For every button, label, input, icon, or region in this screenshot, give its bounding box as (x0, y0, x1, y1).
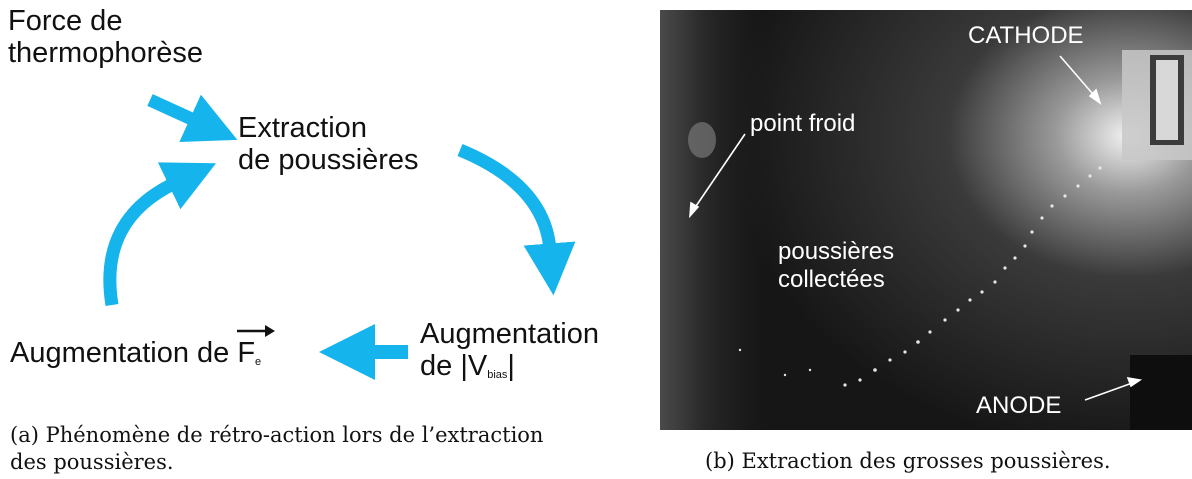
cathode-label: CATHODE (968, 22, 1084, 49)
arrow-cathode (1059, 55, 1099, 101)
vbias-suffix: | (507, 350, 515, 383)
arrow-force-to-extraction (147, 94, 238, 142)
feedback-diagram (103, 94, 576, 380)
arrow-point-froid (691, 133, 746, 213)
caption-a: (a) Phénomène de rétro-action lors de l’… (10, 423, 544, 475)
poussieres-collectees-label: poussières collectées (778, 238, 895, 293)
caption-b: (b) Extraction des grosses poussières. (705, 449, 1111, 473)
vector-arrow-icon (237, 325, 276, 337)
arrow-extraction-to-vbias (457, 143, 576, 296)
arrow-anode (1084, 381, 1136, 401)
fe-symbol: F (237, 337, 256, 369)
force-thermophorese-label: Force de thermophorèse (8, 5, 204, 70)
fe-subscript: e (255, 356, 262, 368)
augmentation-fe-label: Augmentation de Fe (10, 325, 276, 369)
dust-particles (738, 166, 1102, 387)
point-froid-label: point froid (750, 110, 856, 137)
cold-point-spot (688, 122, 716, 158)
vbias-prefix: de |V (420, 350, 488, 383)
anode-electrode (1130, 355, 1192, 430)
fe-vector: Fe (237, 325, 276, 369)
photo-annotation-arrows (689, 55, 1143, 401)
augmentation-vbias-label: Augmentation de |Vbias| (420, 318, 599, 383)
vbias-subscript: bias (487, 369, 508, 382)
augmentation-vbias-line2: de |Vbias| (420, 350, 599, 382)
augmentation-vbias-line1: Augmentation (420, 318, 599, 350)
extraction-label: Extraction de poussières (238, 112, 419, 177)
photo-rendering (660, 10, 1192, 430)
discharge-photo: CATHODE point froid poussières collectée… (660, 10, 1192, 430)
arrow-fe-to-extraction (103, 162, 217, 307)
augmentation-fe-prefix: Augmentation de (10, 337, 238, 369)
anode-label: ANODE (976, 392, 1062, 419)
